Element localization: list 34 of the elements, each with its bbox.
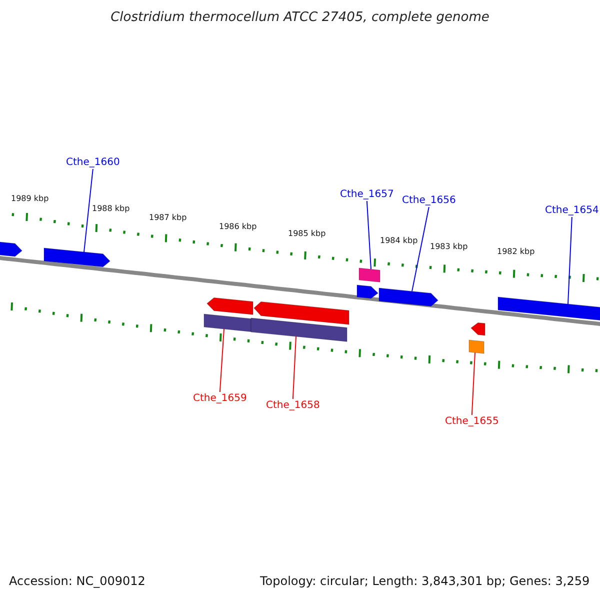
leader-line (84, 168, 94, 252)
gene-block (468, 340, 484, 354)
tick-label: 1985 kbp (288, 230, 326, 239)
gene-label: Cthe_1658 (266, 400, 320, 411)
gene-block (498, 296, 600, 322)
gene-label: Cthe_1659 (193, 393, 247, 404)
tick-label: 1986 kbp (219, 223, 257, 232)
map-title: Clostridium thermocellum ATCC 27405, complete genome (110, 11, 490, 26)
gene-feature (356, 284, 378, 299)
genome-summary: Topology: circular; Length: 3,843,301 bp; Genes: 3,259 (260, 575, 590, 588)
tick-label: 1984 kbp (380, 237, 418, 246)
accession-note: Accession: NC_009012 (9, 575, 146, 588)
leader-line (412, 206, 430, 292)
gene-label: Cthe_1657 (340, 189, 394, 200)
gene-label: Cthe_1654 (545, 205, 599, 216)
gene-feature (44, 248, 110, 268)
leader-line (366, 200, 372, 270)
tick-label: 1982 kbp (497, 248, 535, 257)
tick-label: 1989 kbp (11, 195, 49, 204)
gene-feature (206, 297, 254, 315)
gene-label: Cthe_1655 (445, 416, 499, 427)
gene-label: Cthe_1656 (402, 195, 456, 206)
gene-feature (0, 240, 22, 257)
tick-label: 1988 kbp (92, 205, 130, 214)
tick-label: 1983 kbp (430, 243, 468, 252)
leader-line (471, 352, 476, 416)
tick-label: 1987 kbp (149, 214, 187, 223)
gene-block (358, 268, 380, 282)
gene-feature (470, 322, 486, 336)
leader-line (219, 328, 224, 392)
gene-block (204, 314, 252, 332)
leader-line (292, 336, 296, 400)
leader-line (568, 216, 572, 304)
gene-label: Cthe_1660 (66, 157, 120, 168)
